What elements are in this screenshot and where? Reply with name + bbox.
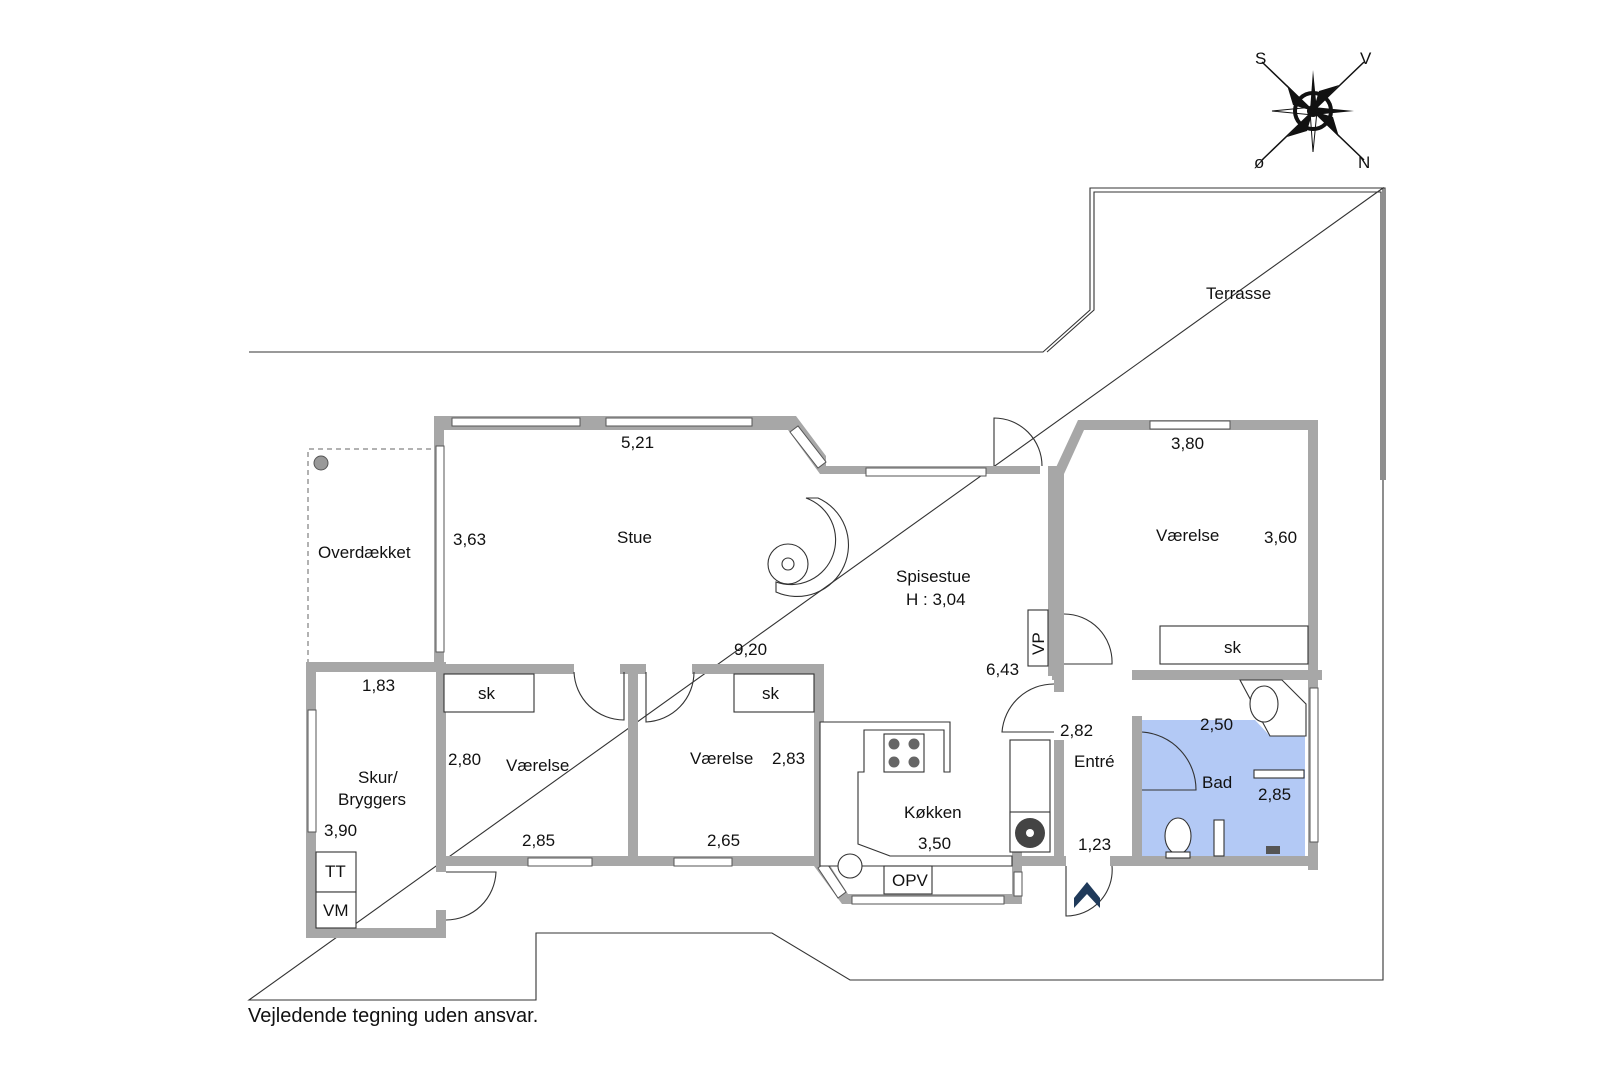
room-label-stue: Stue — [617, 528, 652, 547]
extractor-fan-icon — [1015, 818, 1045, 848]
compass-label-n: N — [1358, 153, 1370, 172]
fixture-label-sk-sw: sk — [478, 684, 496, 703]
dimension-entre-width: 1,23 — [1078, 835, 1111, 854]
room-label-bad: Bad — [1202, 773, 1232, 792]
sink-icon — [837, 853, 863, 879]
compass-label-v: V — [1360, 49, 1372, 68]
fixtures — [315, 543, 1309, 929]
room-label-vaerelse-ne: Værelse — [1156, 526, 1219, 545]
dimension-vaerelse-mid-depth: 2,83 — [772, 749, 805, 768]
room-label-spisestue-height: H : 3,04 — [906, 590, 966, 609]
room-label-terrasse: Terrasse — [1206, 284, 1271, 303]
fixture-label-sk-mid: sk — [762, 684, 780, 703]
disclaimer-text: Vejledende tegning uden ansvar. — [248, 1005, 539, 1027]
dimension-vaerelse-ne-depth: 3,60 — [1264, 528, 1297, 547]
dimension-vaerelse-sw-depth: 2,80 — [448, 750, 481, 769]
room-label-koekken: Køkken — [904, 803, 962, 822]
room-label-entre: Entré — [1074, 752, 1115, 771]
dimension-bad-width: 2,50 — [1200, 715, 1233, 734]
dimension-koekken-width: 3,50 — [918, 834, 951, 853]
dimension-stue-width: 5,21 — [621, 433, 654, 452]
fixture-label-tt: TT — [325, 862, 346, 881]
washbasin-icon — [1249, 685, 1279, 723]
entrance-arrow-icon — [1074, 882, 1100, 908]
covered-area-outline — [307, 448, 436, 664]
dimension-bad-depth: 2,85 — [1258, 785, 1291, 804]
room-label-overdaekket: Overdækket — [318, 543, 411, 562]
dimension-entre-depth: 2,82 — [1060, 721, 1093, 740]
fixture-label-vm: VM — [323, 901, 349, 920]
dimension-house-length: 9,20 — [734, 640, 767, 659]
fixture-label-sk-ne: sk — [1224, 638, 1242, 657]
dimension-spisestue-depth: 6,43 — [986, 660, 1019, 679]
dimension-vaerelse-ne-width: 3,80 — [1171, 434, 1204, 453]
dimension-vaerelse-sw-width: 2,85 — [522, 831, 555, 850]
doors — [445, 417, 1197, 921]
dimension-stue-depth: 3,63 — [453, 530, 486, 549]
fixture-label-opv: OPV — [892, 871, 929, 890]
fixture-label-vp: VP — [1029, 632, 1048, 655]
compass-icon — [1261, 61, 1365, 161]
toilet-icon — [1164, 817, 1192, 855]
downpipe-marker — [313, 455, 329, 471]
room-label-skur-1: Skur/ — [358, 768, 398, 787]
windows — [307, 417, 1319, 905]
compass-label-s: S — [1255, 49, 1266, 68]
dimension-skur-width: 1,83 — [362, 676, 395, 695]
hob-icon — [887, 737, 921, 769]
dimension-vaerelse-mid-width: 2,65 — [707, 831, 740, 850]
compass-label-o: ø — [1254, 153, 1264, 172]
room-label-vaerelse-mid: Værelse — [690, 749, 753, 768]
terrace-outline — [247, 186, 1386, 1001]
room-label-skur-2: Bryggers — [338, 790, 406, 809]
room-label-vaerelse-sw: Værelse — [506, 756, 569, 775]
room-label-spisestue: Spisestue — [896, 567, 971, 586]
dimension-skur-depth: 3,90 — [324, 821, 357, 840]
